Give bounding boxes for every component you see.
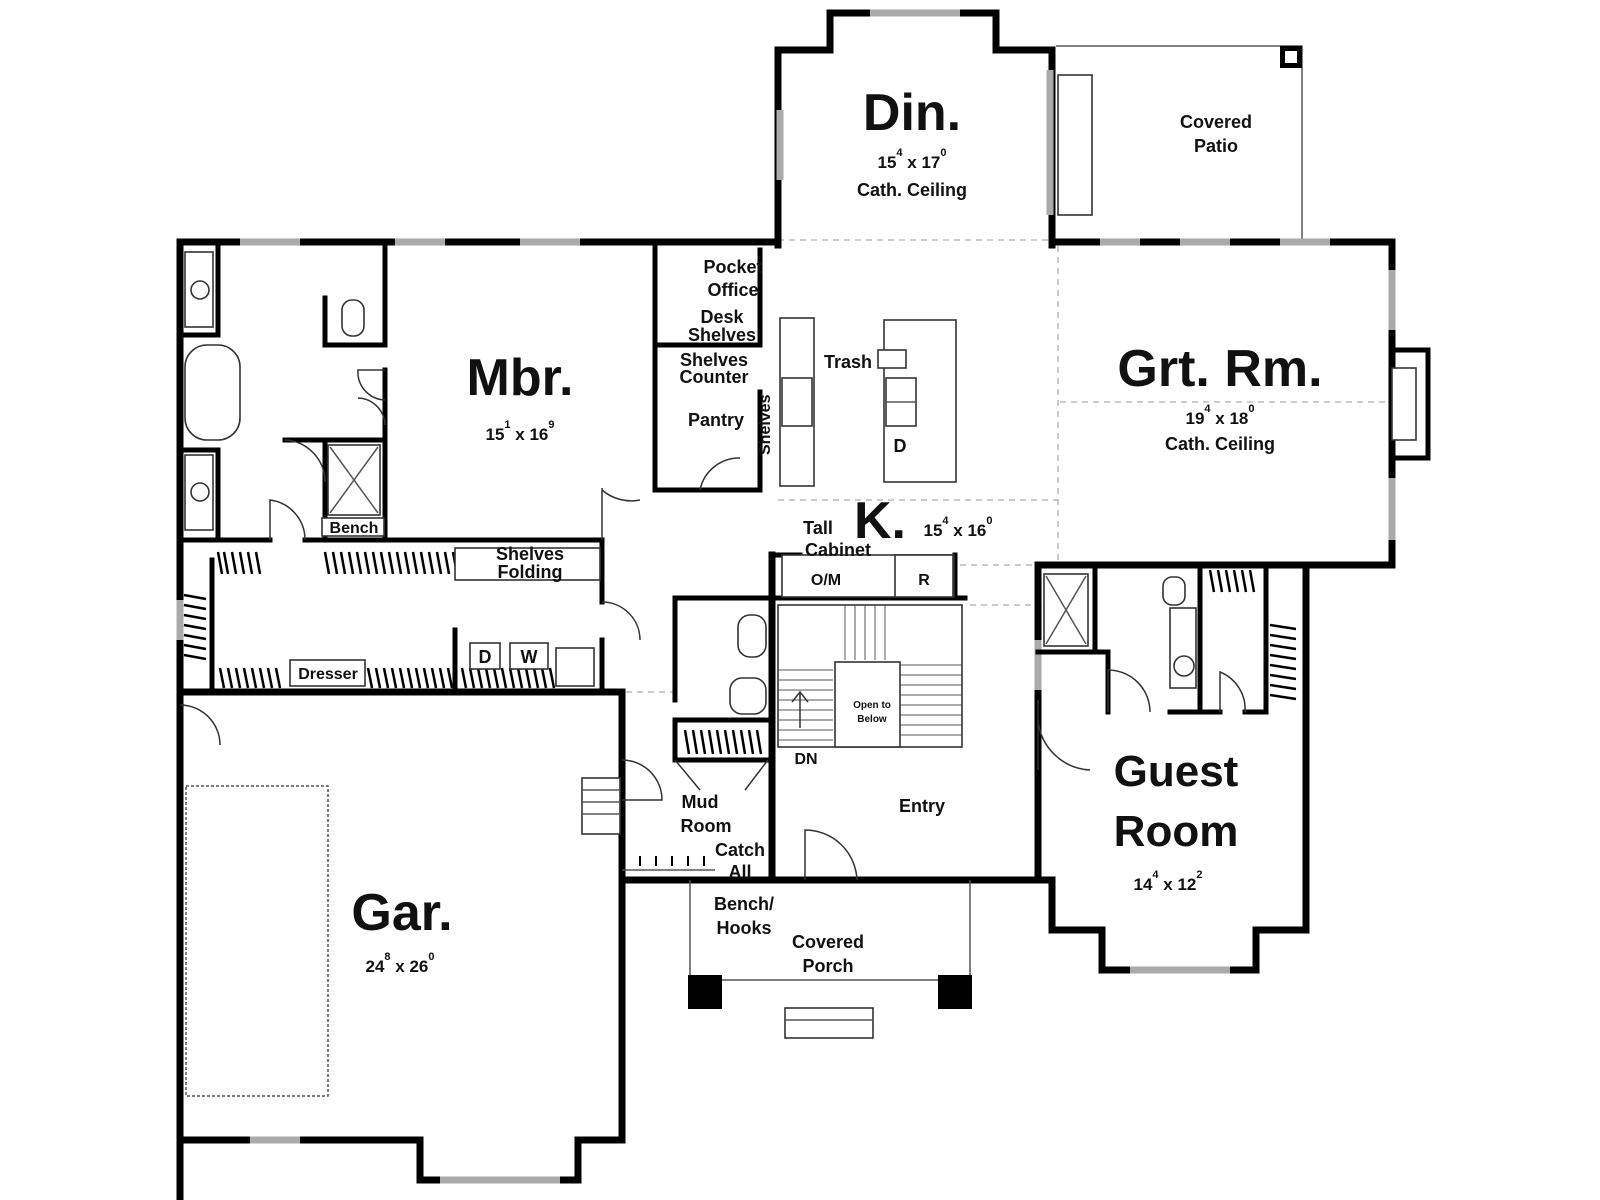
bench-hooks-2: Hooks <box>716 918 771 938</box>
master-dim: 151 x 169 <box>485 419 554 444</box>
desk-shelves-2: Shelves <box>688 325 756 345</box>
covered-porch-1: Covered <box>792 932 864 952</box>
bathtub <box>184 344 241 441</box>
closet-marks <box>183 551 1297 755</box>
catch-all-1: Catch <box>715 840 765 860</box>
dishwasher-label: D <box>894 436 907 456</box>
open-below-1: Open to <box>853 700 891 711</box>
dryer-label: D <box>479 647 492 667</box>
interior-walls <box>177 239 1269 884</box>
sink-2 <box>190 482 210 502</box>
patio-label-1: Covered <box>1180 112 1252 132</box>
kitchen-name: K. <box>854 492 906 550</box>
dining-note: Cath. Ceiling <box>857 180 967 200</box>
kitchen-dim: 154 x 160 <box>923 515 992 540</box>
shelves-counter-1: Shelves <box>680 350 748 370</box>
mud-room-2: Room <box>681 816 732 836</box>
entry-label: Entry <box>899 796 945 816</box>
room-labels: Din. 154 x 170 Cath. Ceiling Covered Pat… <box>298 84 1322 976</box>
refrigerator-label: R <box>918 572 930 589</box>
laundry-sink <box>555 647 595 687</box>
porch-outline <box>689 880 971 981</box>
dresser-label: Dresser <box>298 666 358 683</box>
pantry-shelves-label: Shelves <box>757 394 774 455</box>
stairs <box>777 604 963 748</box>
door-swings <box>179 369 1246 881</box>
great-room-dim: 194 x 180 <box>1185 403 1254 428</box>
pocket-office-1: Pocket <box>703 257 762 277</box>
pantry-label: Pantry <box>688 410 744 430</box>
windows <box>176 9 1396 1184</box>
pocket-office-2: Office <box>707 280 758 300</box>
porch-steps <box>784 1007 874 1039</box>
shelves-counter-2: Counter <box>680 367 749 387</box>
patio-label-2: Patio <box>1194 136 1238 156</box>
garage-dim: 248 x 260 <box>365 951 434 976</box>
oven-micro-label: O/M <box>811 572 841 589</box>
open-below-2: Below <box>857 714 887 725</box>
tall-cabinet-2: Cabinet <box>805 540 871 560</box>
guest-name-2: Room <box>1114 807 1239 856</box>
catch-all-2: All <box>728 862 751 882</box>
half-bath-toilet <box>729 677 767 715</box>
bench-hooks-1: Bench/ <box>714 894 774 914</box>
great-room-note: Cath. Ceiling <box>1165 434 1275 454</box>
desk-shelves-1: Desk <box>700 307 744 327</box>
zone-lines <box>615 239 1390 693</box>
sink-1 <box>190 280 210 300</box>
toilet <box>341 299 365 337</box>
guest-toilet <box>1162 576 1186 606</box>
covered-porch-2: Porch <box>802 956 853 976</box>
mud-room-1: Mud <box>682 792 719 812</box>
dining-dim: 154 x 170 <box>877 147 946 172</box>
stairs-down-label: DN <box>794 751 817 768</box>
shelves-folding-1: Shelves <box>496 544 564 564</box>
tall-cabinet-1: Tall <box>803 518 833 538</box>
garage-name: Gar. <box>351 884 452 942</box>
fixtures <box>184 74 1197 1097</box>
half-bath-sink <box>737 614 767 658</box>
guest-sink <box>1173 655 1195 677</box>
guest-name-1: Guest <box>1114 747 1239 796</box>
dining-name: Din. <box>863 84 961 142</box>
washer-label: W <box>521 647 538 667</box>
guest-dim: 144 x 122 <box>1133 869 1202 894</box>
great-room-name: Grt. Rm. <box>1117 340 1322 398</box>
master-name: Mbr. <box>467 349 574 407</box>
trash-label: Trash <box>824 352 872 372</box>
garage-bay <box>185 785 329 1097</box>
shelves-folding-2: Folding <box>498 562 563 582</box>
cooktop <box>781 377 813 427</box>
bench-label: Bench <box>330 520 379 537</box>
